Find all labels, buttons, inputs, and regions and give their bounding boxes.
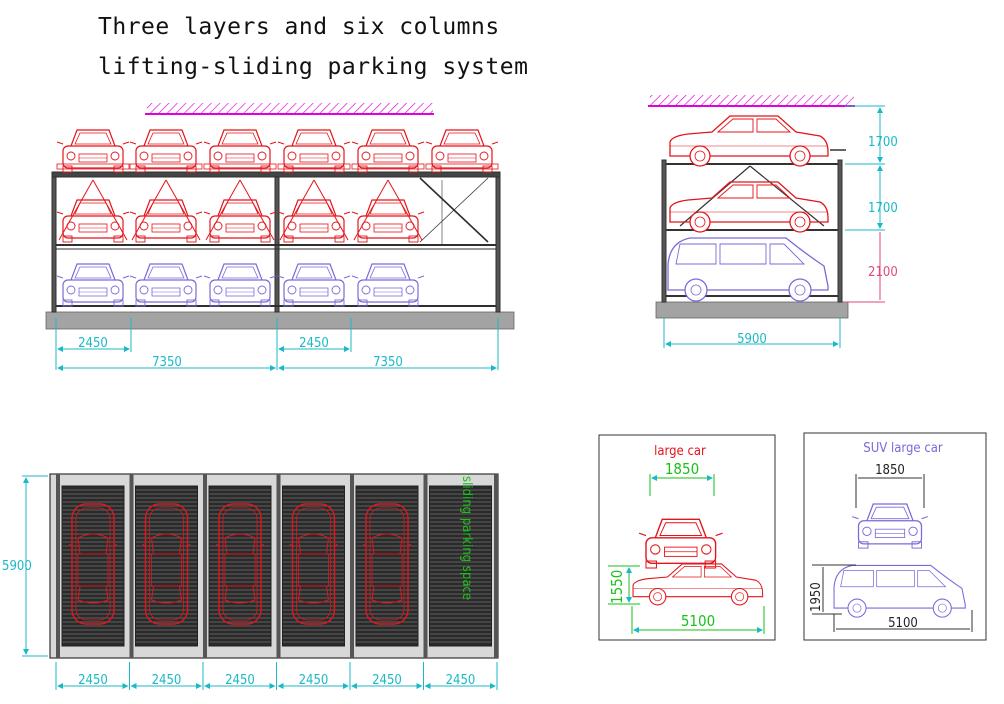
suv-height: 1950	[809, 582, 824, 612]
large-car-width: 1850	[665, 460, 699, 478]
height-2100-lower: 2100	[868, 265, 898, 280]
front-middle-car	[129, 179, 203, 243]
suv-width: 1850	[875, 463, 905, 478]
front-middle-car	[351, 179, 425, 243]
plan-bay	[350, 474, 419, 658]
front-view-cars	[56, 129, 499, 307]
front-bottom-car	[351, 263, 425, 307]
front-middle-car	[203, 179, 277, 243]
suv-height-dim	[812, 564, 856, 615]
large-car-front	[638, 518, 724, 569]
ground-slab	[45, 311, 515, 330]
plan-width-4: 2450	[372, 673, 402, 688]
plan-width-dims	[55, 662, 498, 690]
plan-outline	[49, 473, 499, 659]
suv-title: SUV large car	[863, 441, 943, 456]
ceiling-hatch	[147, 103, 433, 114]
plan-bay	[423, 474, 492, 658]
plan-bay	[276, 474, 345, 658]
side-height-dim-lower	[845, 232, 885, 303]
plan-depth-dim	[22, 475, 48, 657]
title-line-2: lifting-sliding parking system	[98, 54, 529, 80]
side-ground-slab	[655, 301, 849, 319]
large-car-length: 5100	[681, 612, 715, 630]
dim-7350-left: 7350	[152, 355, 182, 370]
plan-width-5: 2450	[446, 673, 476, 688]
front-view-elevation: 2450 2450 7350 7350	[45, 103, 515, 371]
plan-bay	[203, 474, 272, 658]
large-car-height: 1550	[608, 570, 626, 604]
suv-frame	[803, 432, 987, 641]
front-bottom-car	[56, 263, 130, 307]
plan-width-labels: 2450 2450 2450 2450 2450 2450	[78, 673, 475, 688]
side-lower-car	[667, 237, 829, 302]
dim-2450-left: 2450	[78, 336, 108, 351]
side-upper-car	[669, 115, 829, 167]
side-height-dims	[845, 105, 885, 231]
dim-7350-right: 7350	[373, 355, 403, 370]
length-5900: 5900	[737, 332, 767, 347]
side-length-dim	[663, 318, 841, 348]
plan-bay	[56, 474, 125, 658]
height-1700-upper: 1700	[868, 135, 898, 150]
large-car-title: large car	[654, 444, 706, 459]
side-ceiling-hatch	[650, 95, 854, 106]
side-view-elevation: 1700 1700 2100 5900	[648, 95, 898, 348]
plan-width-3: 2450	[299, 673, 329, 688]
suv-length-dim	[833, 610, 973, 632]
front-top-car	[277, 129, 351, 173]
suv-length: 5100	[888, 616, 918, 631]
plan-bays	[56, 474, 498, 658]
large-car-detail: large car 1850 1550 5100	[598, 434, 776, 641]
front-middle-car	[56, 179, 130, 243]
front-bottom-car	[203, 263, 277, 307]
front-middle-car	[277, 179, 351, 243]
sliding-space-label: sliding parking space	[459, 476, 474, 600]
suv-front	[851, 503, 929, 549]
side-middle-car	[669, 181, 829, 233]
front-top-car	[203, 129, 277, 173]
large-car-frame	[598, 434, 776, 641]
dim-2450-right: 2450	[299, 336, 329, 351]
suv-side	[833, 564, 966, 618]
title-line-1: Three layers and six columns	[98, 14, 500, 40]
front-bottom-car	[277, 263, 351, 307]
plan-width-0: 2450	[78, 673, 108, 688]
steel-frame	[51, 171, 501, 313]
suv-car-detail: SUV large car 1850 1950 5100	[803, 432, 987, 641]
large-car-height-dim	[608, 565, 640, 605]
front-top-car	[351, 129, 425, 173]
suv-width-dim	[855, 474, 925, 508]
plan-width-2: 2450	[225, 673, 255, 688]
front-top-car	[56, 129, 130, 173]
height-1700-middle: 1700	[868, 201, 898, 216]
front-top-car	[129, 129, 203, 173]
large-car-length-dim	[631, 606, 765, 634]
front-top-car	[425, 129, 499, 173]
plan-bay	[129, 474, 198, 658]
plan-width-1: 2450	[152, 673, 182, 688]
plan-depth-5900: 5900	[2, 559, 32, 574]
side-frame	[661, 149, 846, 303]
large-car-width-dim	[649, 474, 715, 496]
front-bottom-car	[129, 263, 203, 307]
front-dimensions	[55, 318, 499, 371]
plan-view: 5900 2450 2450 2450 2450 2450 2450 sliding pa…	[2, 473, 499, 690]
large-car-side	[632, 563, 764, 606]
